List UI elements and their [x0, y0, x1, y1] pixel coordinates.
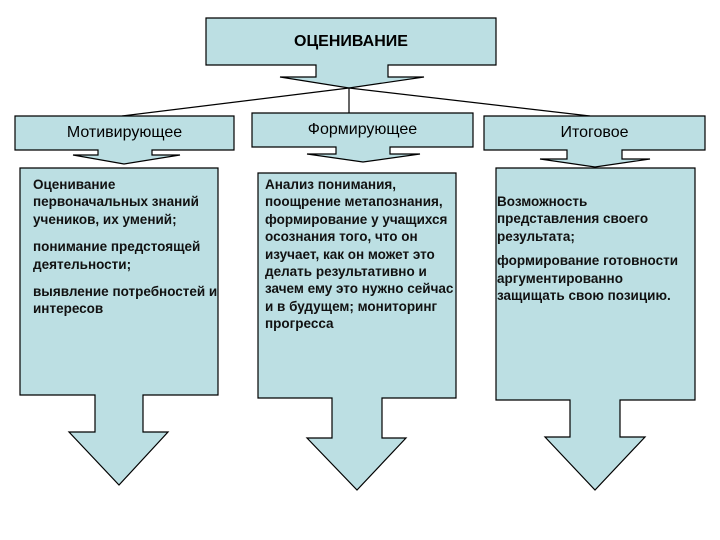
header-formative: Формирующее	[307, 121, 418, 138]
list-item: Анализ понимания, поощрение метапознания…	[265, 177, 454, 332]
connector-right	[348, 87, 591, 117]
body-box-mid	[257, 172, 457, 491]
list-item: выявление потребностей и интересов	[33, 284, 218, 317]
body-formative: Анализ понимания, поощрение метапознания…	[265, 176, 456, 333]
list-item: понимание предстоящей деятельности;	[33, 239, 201, 272]
body-box-left	[19, 167, 219, 486]
body-motivating: Оценивание первоначальных знаний ученико…	[33, 176, 218, 328]
header-summative: Итоговое	[560, 124, 629, 141]
header-box-mid	[251, 112, 474, 163]
body-summative: Возможность представления своего результ…	[497, 193, 693, 311]
header-box-left	[14, 115, 235, 165]
list-item: формирование готовности аргументированно…	[497, 253, 679, 304]
list-item: Возможность представления своего результ…	[497, 194, 649, 244]
diagram-title: ОЦЕНИВАНИЕ	[294, 33, 408, 50]
header-box-right	[483, 115, 706, 168]
header-motivating: Мотивирующее	[66, 124, 183, 141]
top-box	[205, 17, 497, 89]
list-item: Оценивание первоначальных знаний ученико…	[33, 177, 199, 227]
connector-left	[121, 87, 350, 117]
body-box-right	[495, 167, 696, 491]
